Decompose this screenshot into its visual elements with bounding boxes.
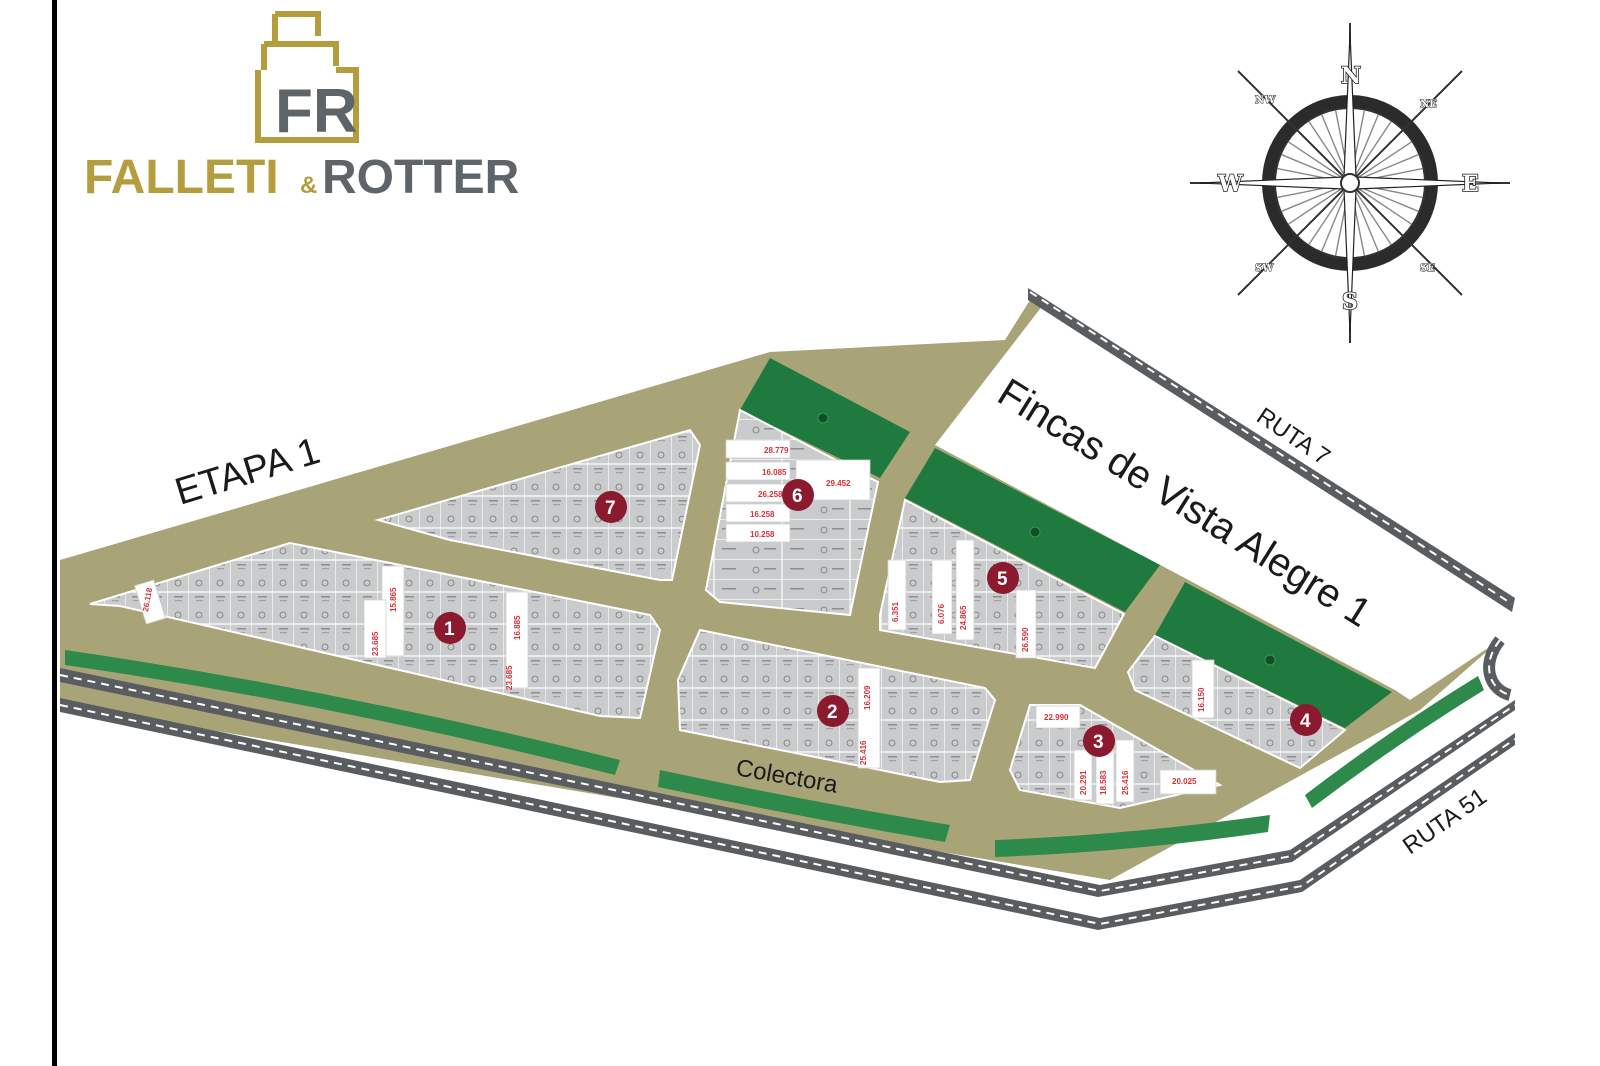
svg-text:5: 5	[997, 569, 1008, 590]
lot-value: 6.076	[937, 603, 946, 624]
block-marker-7[interactable]: 7	[595, 491, 627, 523]
compass-rose-icon: N S E W NW NE SW SE	[1190, 23, 1510, 343]
lot-value: 10.258	[750, 530, 775, 539]
brand-logo: FR FALLETI & ROTTER	[84, 11, 519, 204]
block-marker-3[interactable]: 3	[1083, 725, 1115, 757]
lot-value: 26.258	[758, 490, 783, 499]
blocks: 26.118 15.865 23.685 16.885 23.685 16.20…	[89, 408, 1347, 810]
svg-text:4: 4	[1300, 711, 1311, 732]
svg-text:3: 3	[1093, 732, 1104, 753]
svg-text:2: 2	[827, 702, 838, 723]
left-border-line	[52, 0, 57, 1066]
block-marker-1[interactable]: 1	[434, 612, 466, 644]
hedge-row	[65, 650, 1484, 857]
brand-name-1: FALLETI	[84, 151, 279, 204]
monogram-frame-icon	[255, 11, 359, 143]
block-marker-5[interactable]: 5	[987, 562, 1019, 594]
brand-name-2: ROTTER	[322, 151, 519, 204]
neighbor-area	[935, 305, 1510, 700]
lot-value: 28.779	[764, 446, 789, 455]
block-marker-6[interactable]: 6	[782, 479, 814, 511]
compass-ne: NE	[1420, 99, 1437, 110]
ruta51-road	[59, 668, 1516, 930]
lot-value: 26.590	[1021, 627, 1030, 652]
lot-value: 15.865	[389, 587, 398, 612]
lot-value: 16.085	[762, 468, 787, 477]
compass-sw: SW	[1255, 263, 1274, 274]
lot-value: 26.118	[141, 587, 154, 613]
compass-e: E	[1462, 171, 1479, 197]
svg-text:1: 1	[444, 619, 455, 640]
lot-value: 16.258	[750, 510, 775, 519]
lot-value: 24.865	[959, 605, 968, 630]
lot-value: 23.685	[371, 631, 380, 656]
brand-monogram: FR	[275, 77, 358, 146]
brand-amp: &	[300, 172, 317, 199]
lot-value: 20.291	[1079, 770, 1088, 795]
lot-value: 16.150	[1197, 687, 1206, 712]
ruta7-road	[1028, 288, 1515, 701]
block-marker-4[interactable]: 4	[1290, 704, 1322, 736]
lot-value: 22.990	[1044, 713, 1069, 722]
svg-text:6: 6	[792, 486, 803, 507]
block-7-lots[interactable]	[374, 428, 702, 581]
compass-w: W	[1217, 171, 1243, 197]
lot-value: 16.209	[863, 685, 872, 710]
lot-value: 29.452	[826, 479, 851, 488]
svg-text:7: 7	[605, 498, 616, 519]
lot-value: 25.416	[1121, 770, 1130, 795]
ruta51-label: RUTA 51	[1398, 783, 1492, 860]
lot-value: 18.583	[1099, 770, 1108, 795]
compass-nw: NW	[1255, 95, 1276, 106]
compass-se: SE	[1420, 263, 1435, 274]
block-markers: 1 2 3 4 5 6 7	[434, 479, 1322, 757]
lot-value: 20.025	[1172, 777, 1197, 786]
lot-value: 16.885	[513, 615, 522, 640]
lot-value: 23.685	[505, 665, 514, 690]
lot-value: 25.416	[859, 740, 868, 765]
compass-n: N	[1341, 63, 1361, 89]
block-marker-2[interactable]: 2	[817, 695, 849, 727]
compass-s: S	[1342, 289, 1358, 315]
lot-value: 6.351	[891, 601, 900, 622]
